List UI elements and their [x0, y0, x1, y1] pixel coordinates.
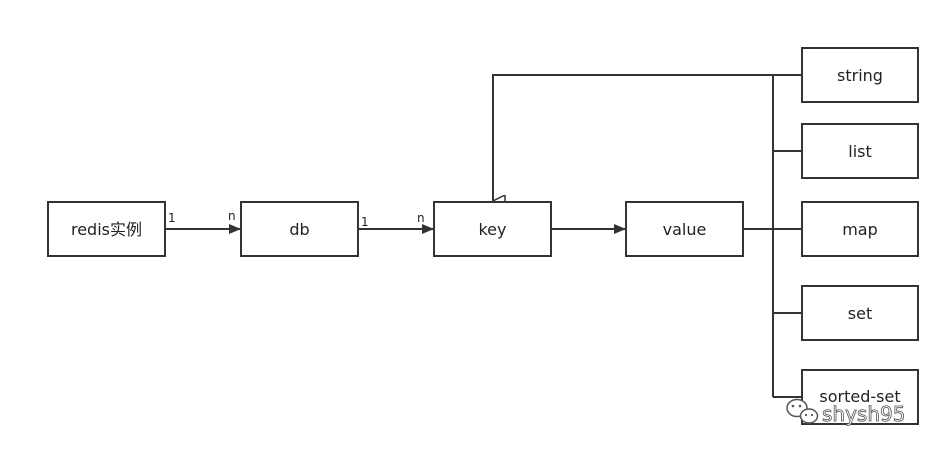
- node-set-label: set: [848, 304, 872, 323]
- mult-redis-db-from: 1: [168, 211, 176, 225]
- node-value: value: [625, 201, 744, 257]
- mult-db-key-from: 1: [361, 215, 369, 229]
- mult-db-key-to: n: [417, 211, 425, 225]
- node-key: key: [433, 201, 552, 257]
- node-db: db: [240, 201, 359, 257]
- mult-redis-db-to: n: [228, 209, 236, 223]
- node-sorted-set-label: sorted-set: [819, 387, 900, 406]
- node-string: string: [801, 47, 919, 103]
- node-db-label: db: [289, 220, 309, 239]
- node-key-label: key: [478, 220, 506, 239]
- node-map: map: [801, 201, 919, 257]
- node-value-label: value: [663, 220, 707, 239]
- node-set: set: [801, 285, 919, 341]
- watermark: shysh95: [786, 398, 906, 426]
- node-list: list: [801, 123, 919, 179]
- node-redis: redis实例: [47, 201, 166, 257]
- wechat-icon: [786, 398, 819, 424]
- node-list-label: list: [848, 142, 872, 161]
- node-map-label: map: [842, 220, 878, 239]
- edge-string-to-key: [492, 74, 773, 201]
- watermark-text: shysh95: [822, 402, 905, 426]
- node-string-label: string: [837, 66, 883, 85]
- node-sorted-set: sorted-set: [801, 369, 919, 425]
- node-redis-label: redis实例: [71, 220, 142, 239]
